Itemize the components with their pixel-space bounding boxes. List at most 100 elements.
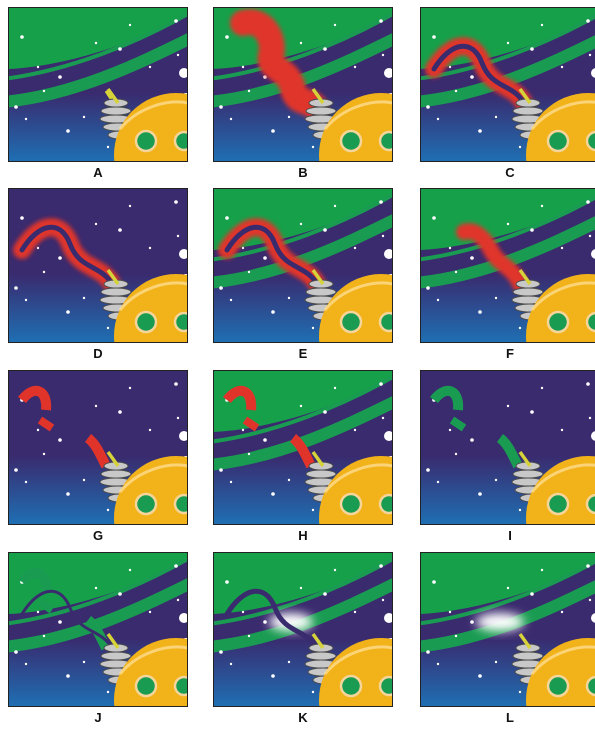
panel-caption: I bbox=[508, 528, 512, 543]
antenna bbox=[518, 87, 532, 105]
star bbox=[94, 41, 98, 45]
star bbox=[436, 298, 440, 302]
star bbox=[263, 256, 267, 260]
star bbox=[540, 23, 544, 27]
star bbox=[179, 613, 188, 623]
star bbox=[311, 145, 315, 149]
star bbox=[225, 35, 229, 39]
star bbox=[106, 508, 110, 512]
star bbox=[560, 610, 564, 614]
star bbox=[94, 404, 98, 408]
star bbox=[426, 468, 430, 472]
panel-caption: L bbox=[506, 710, 514, 725]
star bbox=[560, 65, 564, 69]
star bbox=[247, 634, 251, 638]
star bbox=[148, 65, 152, 69]
panel-frame bbox=[420, 7, 595, 162]
ring-outer bbox=[420, 35, 595, 108]
star bbox=[591, 68, 595, 78]
star bbox=[591, 249, 595, 259]
star bbox=[128, 568, 132, 572]
star bbox=[225, 580, 229, 584]
paint-stroke bbox=[230, 9, 328, 120]
star bbox=[241, 246, 245, 250]
star bbox=[179, 68, 188, 78]
moon bbox=[319, 274, 393, 343]
star bbox=[353, 65, 357, 69]
star bbox=[128, 204, 132, 208]
figure-panel-e: E bbox=[213, 188, 393, 361]
crater bbox=[134, 674, 158, 698]
star bbox=[436, 117, 440, 121]
star bbox=[174, 564, 178, 568]
crater bbox=[378, 675, 393, 697]
crater bbox=[378, 311, 393, 333]
antenna bbox=[311, 632, 325, 650]
star bbox=[36, 65, 40, 69]
star bbox=[379, 564, 383, 568]
star bbox=[436, 662, 440, 666]
star bbox=[353, 428, 357, 432]
panel-frame bbox=[213, 7, 393, 162]
star bbox=[287, 115, 291, 119]
antenna bbox=[518, 632, 532, 650]
star bbox=[470, 75, 474, 79]
star bbox=[106, 690, 110, 694]
star bbox=[20, 216, 24, 220]
star bbox=[36, 428, 40, 432]
star bbox=[588, 234, 592, 238]
star bbox=[333, 23, 337, 27]
figure-panel-i: I bbox=[420, 370, 595, 543]
star bbox=[24, 662, 28, 666]
star bbox=[24, 480, 28, 484]
star bbox=[379, 200, 383, 204]
panel-illustration bbox=[213, 552, 393, 707]
star bbox=[148, 610, 152, 614]
crater bbox=[339, 129, 363, 153]
panel-illustration bbox=[213, 188, 393, 343]
star bbox=[94, 586, 98, 590]
star bbox=[448, 65, 452, 69]
star bbox=[454, 634, 458, 638]
crater bbox=[585, 311, 595, 333]
star bbox=[518, 508, 522, 512]
crater bbox=[546, 310, 570, 334]
crater bbox=[173, 493, 188, 515]
star bbox=[432, 35, 436, 39]
star bbox=[448, 610, 452, 614]
star bbox=[518, 690, 522, 694]
star bbox=[454, 270, 458, 274]
panel-frame bbox=[213, 552, 393, 707]
star bbox=[448, 246, 452, 250]
star bbox=[287, 478, 291, 482]
paint-stroke bbox=[218, 218, 326, 293]
star bbox=[311, 326, 315, 330]
planet-shape bbox=[8, 7, 188, 69]
star bbox=[66, 674, 70, 678]
star bbox=[229, 298, 233, 302]
star bbox=[128, 386, 132, 390]
star bbox=[241, 428, 245, 432]
star bbox=[247, 452, 251, 456]
star bbox=[506, 222, 510, 226]
planet-shape bbox=[213, 370, 393, 432]
star bbox=[241, 65, 245, 69]
panel-frame bbox=[8, 552, 188, 707]
paint-stroke bbox=[476, 613, 524, 631]
star bbox=[299, 586, 303, 590]
star bbox=[560, 428, 564, 432]
star bbox=[66, 492, 70, 496]
panel-frame bbox=[420, 552, 595, 707]
star bbox=[14, 650, 18, 654]
crater bbox=[173, 311, 188, 333]
star bbox=[384, 68, 393, 78]
panel-caption: H bbox=[298, 528, 308, 543]
star bbox=[470, 256, 474, 260]
antenna bbox=[106, 268, 120, 286]
panel-illustration bbox=[420, 552, 595, 707]
crater bbox=[585, 675, 595, 697]
star bbox=[381, 53, 385, 57]
star bbox=[14, 286, 18, 290]
panel-illustration bbox=[213, 7, 393, 162]
